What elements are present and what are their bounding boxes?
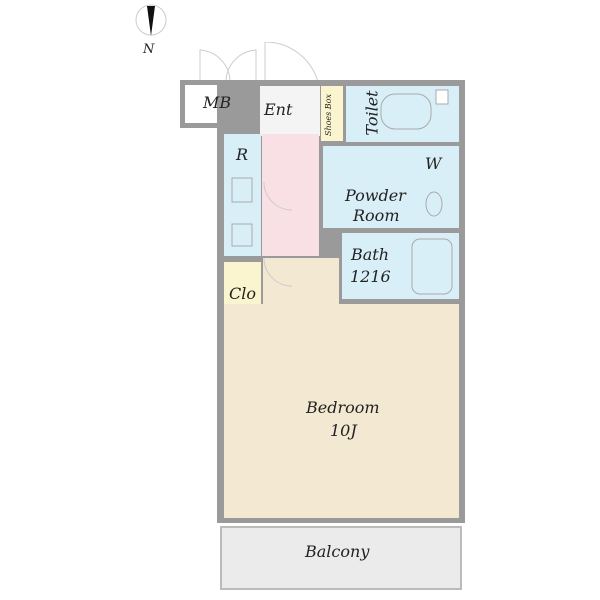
- shoes-box-label: Shoes Box: [324, 93, 334, 137]
- closet: [224, 262, 261, 312]
- bath-label-2: 1216: [350, 267, 391, 286]
- passage: [263, 258, 339, 308]
- powder-room-label-2: Room: [353, 206, 400, 225]
- balcony-label: Balcony: [305, 542, 370, 561]
- compass-label: N: [143, 42, 155, 57]
- kitchen-sink-icon: [231, 223, 253, 247]
- bedroom-label-2: 10J: [330, 421, 357, 440]
- shoes-box: [321, 86, 343, 141]
- fixtures: [231, 89, 453, 295]
- stove-icon: [231, 177, 253, 203]
- powder-room-label-1: Powder: [345, 186, 406, 205]
- north-arrow-icon: [135, 4, 167, 36]
- toilet-icon: [380, 93, 432, 130]
- closet-label: Clo: [229, 284, 256, 303]
- refrigerator-label: R: [236, 145, 249, 164]
- bathtub-icon: [411, 238, 453, 295]
- bedroom-label-1: Bedroom: [306, 398, 380, 417]
- bath: [342, 233, 459, 299]
- corridor: [262, 134, 319, 256]
- ent-label: Ent: [264, 100, 293, 119]
- sink-icon: [425, 191, 443, 217]
- bath-label-1: Bath: [351, 245, 390, 264]
- balcony: [220, 526, 462, 590]
- kitchen: [224, 134, 261, 256]
- compass: N: [133, 2, 173, 62]
- powder-room: [323, 146, 459, 228]
- washer-label: W: [425, 154, 442, 173]
- toilet-label: Toilet: [362, 90, 382, 136]
- entrance: [260, 86, 320, 136]
- door-swings: [199, 42, 319, 83]
- mb-label: MB: [203, 93, 232, 112]
- bedroom: [224, 304, 459, 518]
